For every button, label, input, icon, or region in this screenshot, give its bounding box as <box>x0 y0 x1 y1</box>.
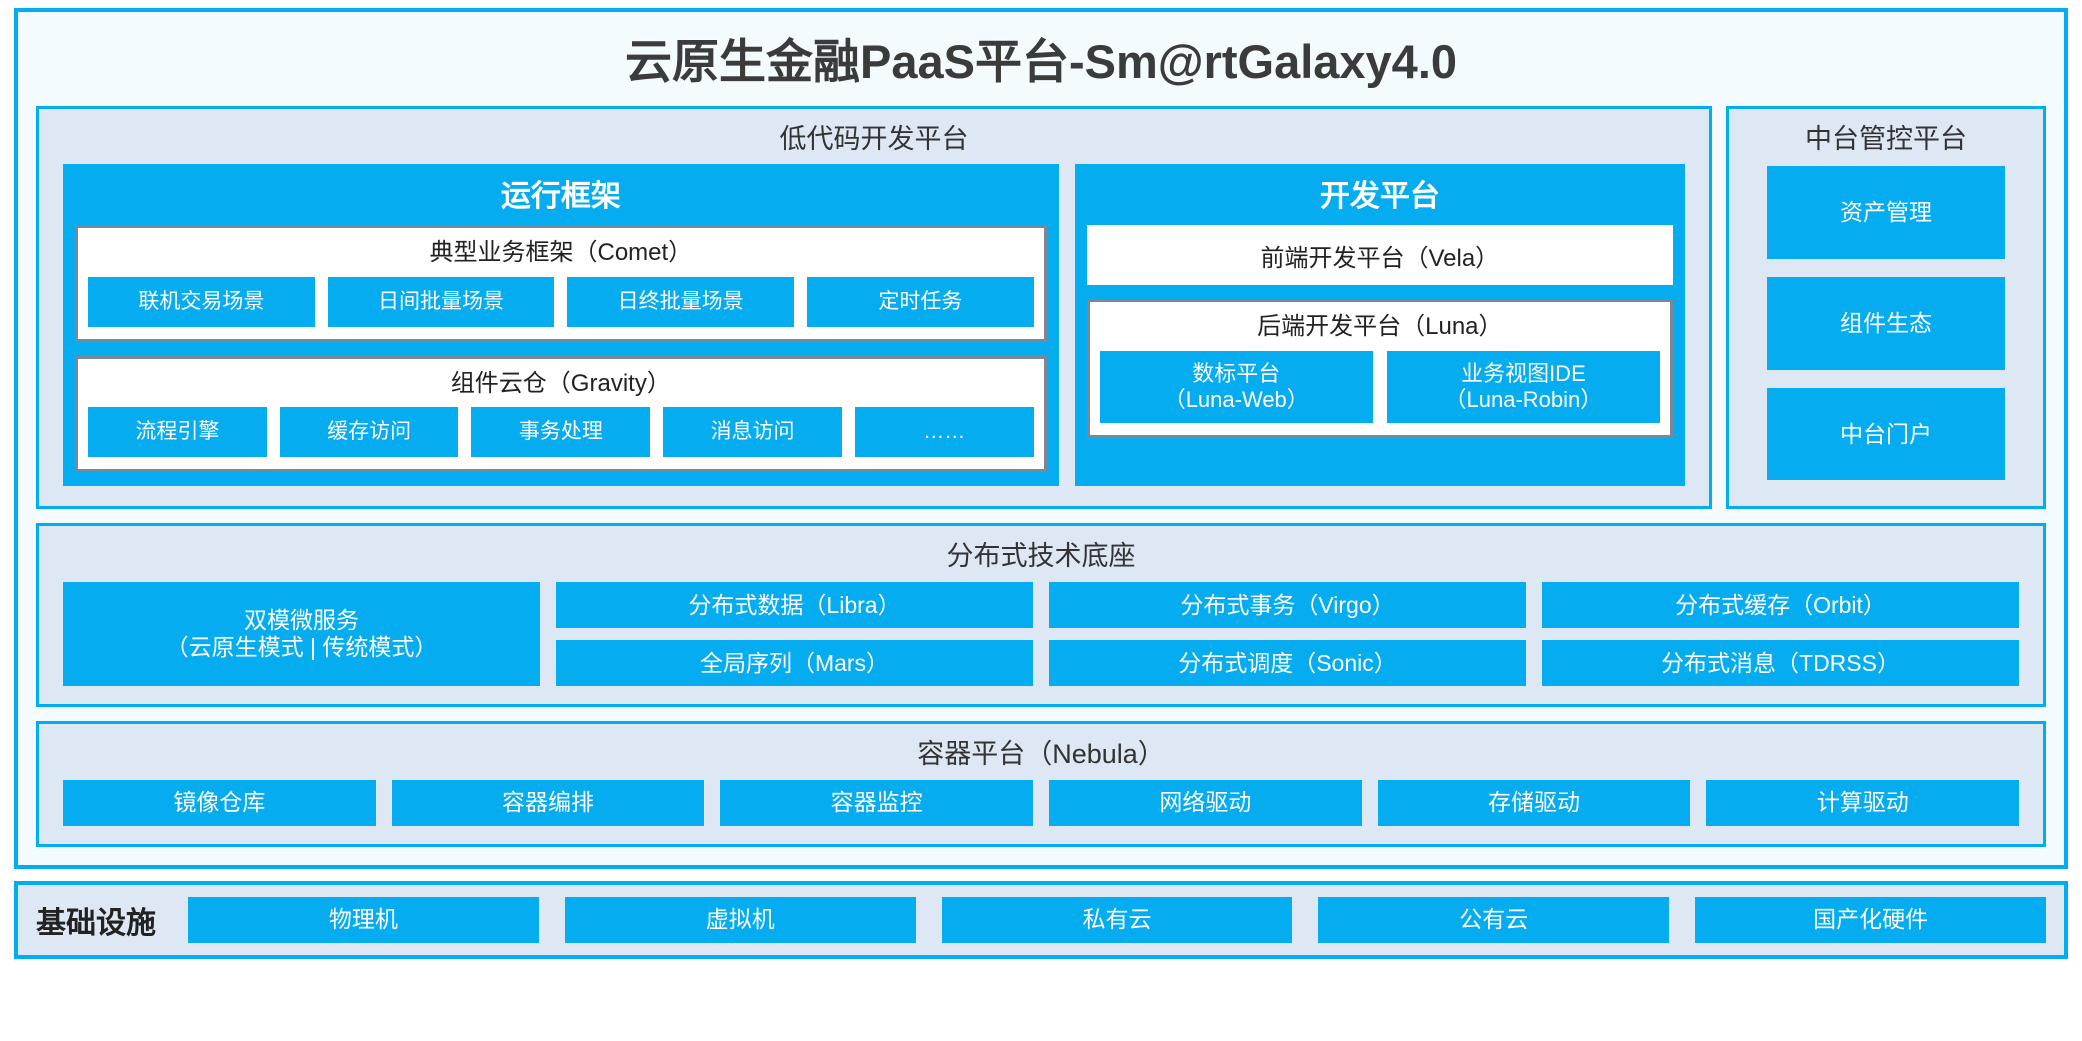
infrastructure-item-virtual-machine[interactable]: 虚拟机 <box>564 896 916 943</box>
midoffice-item-portal[interactable]: 中台门户 <box>1767 387 2005 481</box>
midoffice-item-component-ecosystem[interactable]: 组件生态 <box>1767 276 2005 370</box>
container-item-compute-driver[interactable]: 计算驱动 <box>1706 779 2020 826</box>
distributed-foundation-body: 双模微服务 （云原生模式 | 传统模式） 分布式数据（Libra） 全局序列（M… <box>51 581 2031 692</box>
infrastructure-item-public-cloud[interactable]: 公有云 <box>1318 896 1670 943</box>
comet-item[interactable]: 日终批量场景 <box>567 276 795 327</box>
midoffice-item-asset-management[interactable]: 资产管理 <box>1767 166 2005 259</box>
distributed-column-3: 分布式缓存（Orbit） 分布式消息（TDRSS） <box>1542 581 2019 686</box>
gravity-title: 组件云仓（Gravity） <box>450 369 671 397</box>
container-item-network-driver[interactable]: 网络驱动 <box>1049 779 1362 826</box>
container-item-monitoring[interactable]: 容器监控 <box>720 779 1034 826</box>
distributed-item-mars[interactable]: 全局序列（Mars） <box>556 639 1033 686</box>
luna-web-code: （Luna-Web） <box>1163 387 1309 413</box>
comet-chip-row: 联机交易场景 日间批量场景 日终批量场景 定时任务 <box>88 276 1034 327</box>
distributed-column-1: 分布式数据（Libra） 全局序列（Mars） <box>556 581 1033 686</box>
luna-robin-item[interactable]: 业务视图IDE （Luna-Robin） <box>1386 350 1660 423</box>
comet-title: 典型业务框架（Comet） <box>429 239 693 267</box>
lowcode-platform-panel: 低代码开发平台 运行框架 典型业务框架（Comet） 联机交易场景 日间批量场景… <box>36 105 1712 510</box>
infrastructure-label: 基础设施 <box>36 906 156 940</box>
distributed-item-sonic[interactable]: 分布式调度（Sonic） <box>1049 639 1526 686</box>
runtime-framework-title: 运行框架 <box>500 180 621 214</box>
comet-box: 典型业务框架（Comet） 联机交易场景 日间批量场景 日终批量场景 定时任务 <box>75 225 1047 342</box>
runtime-framework-card: 运行框架 典型业务框架（Comet） 联机交易场景 日间批量场景 日终批量场景 … <box>63 164 1059 487</box>
dual-mode-microservice-column: 双模微服务 （云原生模式 | 传统模式） <box>63 581 540 686</box>
distributed-column-2: 分布式事务（Virgo） 分布式调度（Sonic） <box>1049 581 1526 686</box>
comet-item[interactable]: 日间批量场景 <box>327 276 555 327</box>
vela-frontend-box[interactable]: 前端开发平台（Vela） <box>1086 225 1673 286</box>
luna-title: 后端开发平台（Luna） <box>1257 313 1503 341</box>
container-platform-title: 容器平台（Nebula） <box>917 738 1165 769</box>
page-title: 云原生金融PaaS平台-Sm@rtGalaxy4.0 <box>624 35 1458 88</box>
distributed-item-virgo[interactable]: 分布式事务（Virgo） <box>1049 581 1526 628</box>
luna-backend-box: 后端开发平台（Luna） 数标平台 （Luna-Web） 业务视图IDE （Lu… <box>1086 299 1673 438</box>
midoffice-item-stack: 资产管理 组件生态 中台门户 <box>1741 164 2031 494</box>
distributed-foundation-title: 分布式技术底座 <box>946 541 1136 572</box>
distributed-item-tdrss[interactable]: 分布式消息（TDRSS） <box>1542 639 2019 686</box>
comet-item[interactable]: 联机交易场景 <box>88 276 315 327</box>
gravity-item[interactable]: 缓存访问 <box>279 407 459 458</box>
gravity-item[interactable]: 事务处理 <box>471 407 651 458</box>
luna-robin-name: 业务视图IDE <box>1461 360 1586 386</box>
distributed-item-orbit[interactable]: 分布式缓存（Orbit） <box>1542 581 2019 628</box>
platform-frame: 云原生金融PaaS平台-Sm@rtGalaxy4.0 低代码开发平台 运行框架 … <box>14 8 2068 869</box>
container-item-orchestration[interactable]: 容器编排 <box>391 779 705 826</box>
development-platform-title: 开发平台 <box>1319 180 1440 214</box>
luna-chip-row: 数标平台 （Luna-Web） 业务视图IDE （Luna-Robin） <box>1099 350 1660 423</box>
midoffice-platform-title: 中台管控平台 <box>1805 123 1967 154</box>
luna-robin-code: （Luna-Robin） <box>1444 387 1603 413</box>
container-item-storage-driver[interactable]: 存储驱动 <box>1377 779 1691 826</box>
lowcode-platform-title: 低代码开发平台 <box>779 123 969 154</box>
infrastructure-item-domestic-hardware[interactable]: 国产化硬件 <box>1695 896 2046 943</box>
luna-web-item[interactable]: 数标平台 （Luna-Web） <box>1099 350 1373 423</box>
midoffice-platform-panel: 中台管控平台 资产管理 组件生态 中台门户 <box>1726 105 2046 510</box>
comet-item[interactable]: 定时任务 <box>807 276 1034 327</box>
gravity-item[interactable]: 消息访问 <box>663 407 842 458</box>
infrastructure-panel: 基础设施 物理机 虚拟机 私有云 公有云 国产化硬件 <box>14 880 2068 959</box>
luna-web-name: 数标平台 <box>1192 360 1281 386</box>
dual-mode-microservice-item[interactable]: 双模微服务 （云原生模式 | 传统模式） <box>63 581 540 686</box>
gravity-chip-row: 流程引擎 缓存访问 事务处理 消息访问 …… <box>88 407 1034 458</box>
infrastructure-chip-row: 物理机 虚拟机 私有云 公有云 国产化硬件 <box>188 896 2046 943</box>
gravity-item-more[interactable]: …… <box>854 407 1034 458</box>
infrastructure-item-physical-machine[interactable]: 物理机 <box>188 896 539 943</box>
distributed-item-libra[interactable]: 分布式数据（Libra） <box>556 581 1033 628</box>
top-row: 低代码开发平台 运行框架 典型业务框架（Comet） 联机交易场景 日间批量场景… <box>36 105 2046 510</box>
distributed-foundation-panel: 分布式技术底座 双模微服务 （云原生模式 | 传统模式） 分布式数据（Libra… <box>36 523 2046 707</box>
container-platform-panel: 容器平台（Nebula） 镜像仓库 容器编排 容器监控 网络驱动 存储驱动 计算… <box>36 720 2046 847</box>
container-item-image-registry[interactable]: 镜像仓库 <box>63 779 376 826</box>
development-platform-card: 开发平台 前端开发平台（Vela） 后端开发平台（Luna） 数标平台 （Lun… <box>1074 164 1685 487</box>
dual-mode-microservice-line1: 双模微服务 <box>244 607 359 634</box>
container-platform-body: 镜像仓库 容器编排 容器监控 网络驱动 存储驱动 计算驱动 <box>51 779 2031 832</box>
gravity-box: 组件云仓（Gravity） 流程引擎 缓存访问 事务处理 消息访问 …… <box>75 355 1047 473</box>
infrastructure-item-private-cloud[interactable]: 私有云 <box>941 896 1293 943</box>
gravity-item[interactable]: 流程引擎 <box>88 407 267 458</box>
lowcode-platform-body: 运行框架 典型业务框架（Comet） 联机交易场景 日间批量场景 日终批量场景 … <box>51 164 1697 494</box>
dual-mode-microservice-line2: （云原生模式 | 传统模式） <box>165 633 438 660</box>
